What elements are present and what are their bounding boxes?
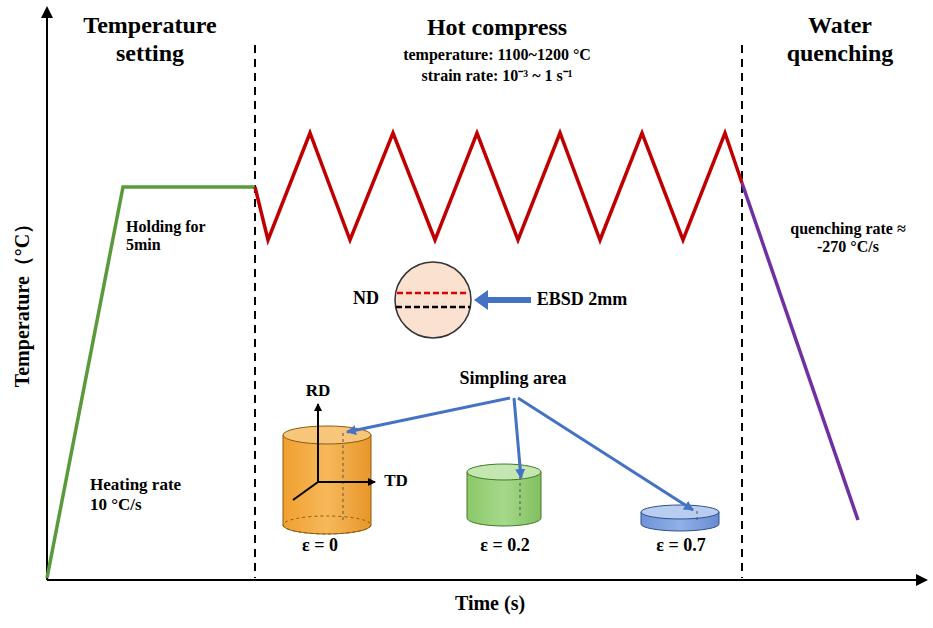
sample-cylinder bbox=[283, 435, 371, 534]
stage-title: Hot compress bbox=[347, 14, 647, 42]
annotation: quenching rate ≈ -270 °C/s bbox=[778, 220, 918, 257]
axis-title: Time (s) bbox=[410, 592, 570, 615]
stage-divider bbox=[741, 45, 743, 578]
x-axis bbox=[47, 579, 926, 581]
strain-label: ε = 0.2 bbox=[460, 535, 550, 556]
stage-title: Temperature setting bbox=[55, 12, 245, 67]
annotation: Holding for 5min bbox=[126, 218, 236, 255]
center-plane bbox=[396, 306, 470, 309]
strain-label: ε = 0 bbox=[275, 535, 365, 556]
axis-label: RD bbox=[298, 381, 338, 401]
leader-line bbox=[347, 398, 510, 432]
ebsd-plane bbox=[397, 292, 469, 295]
td-axis bbox=[318, 481, 375, 483]
rd-axis bbox=[317, 404, 319, 482]
ebsd-arrowhead bbox=[474, 290, 488, 310]
axis-title: Temperature（°C） bbox=[11, 170, 34, 430]
stage-divider bbox=[254, 45, 256, 578]
leader-line bbox=[518, 398, 693, 510]
stage-title: Water quenching bbox=[765, 12, 915, 67]
axis-label: ND bbox=[346, 288, 386, 309]
annotation: Heating rate 10 °C/s bbox=[90, 475, 200, 514]
axis-label: TD bbox=[376, 471, 416, 491]
nd-axis bbox=[293, 482, 318, 500]
y-axis bbox=[46, 8, 48, 580]
leader-line bbox=[514, 398, 521, 478]
strain-label: ε = 0.7 bbox=[636, 535, 726, 556]
callout-label: Simpling area bbox=[438, 368, 588, 389]
sample-section bbox=[395, 262, 471, 338]
process-parameter: strain rate: 10⁻³ ~ 1 s⁻¹ bbox=[332, 67, 662, 85]
heating-curve bbox=[47, 187, 255, 578]
process-parameter: temperature: 1100~1200 °C bbox=[332, 46, 662, 64]
annotation: EBSD 2mm bbox=[527, 289, 637, 310]
compression-cycles bbox=[255, 133, 742, 240]
